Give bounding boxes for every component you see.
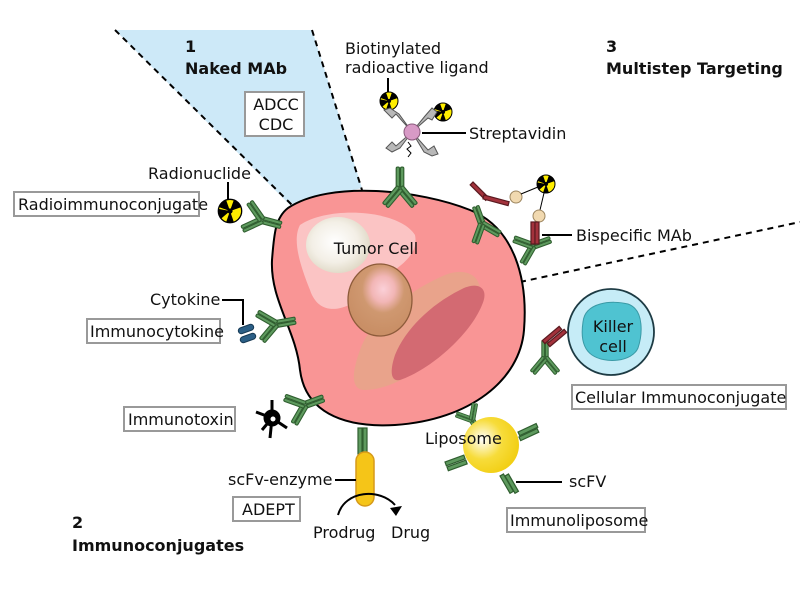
immunotoxin-label: Immunotoxin [128,410,234,429]
section-1-number: 1 [185,37,196,56]
cellular-immunoconjugate-label: Cellular Immunoconjugate [575,388,786,407]
radioimmunoconjugate-box [13,191,200,217]
bispecific-label: Bispecific MAb [576,226,692,245]
tumor-cell: Tumor Cell [270,189,526,427]
bispecific-red-arms [469,181,510,207]
drug-label: Drug [391,523,430,542]
immunotoxin-box [123,406,236,432]
scfv-enzyme [355,427,375,507]
adcc-cdc-box [244,91,305,137]
cellular-immunoconjugate-box [571,384,787,410]
tumor-cell-label: Tumor Cell [333,239,418,258]
scfv-fragments [444,422,540,495]
scfv-label: scFV [569,472,606,491]
biotinylated-label-2: radioactive ligand [345,58,489,77]
toxin-icon [255,400,288,439]
cytokine-icon [237,323,257,344]
naked-region-right-dashed-line [311,29,363,191]
conversion-arrow [337,492,396,516]
vacuole [306,217,370,273]
naked-mab-region [115,30,362,205]
hapten [509,190,523,204]
mechanism-adcc: ADCC [253,95,299,114]
cytokine-label: Cytokine [150,290,220,309]
section-1-title: Naked MAb [185,59,287,78]
nucleus [347,263,413,337]
antibody-cellular [529,339,561,376]
biotinylated-label-1: Biotinylated [345,39,441,58]
streptavidin-label: Streptavidin [469,124,566,143]
streptavidin-complex [383,107,439,157]
killer-cell-label-1: Killer [593,317,634,336]
immunoliposome-box [506,507,646,533]
radiation-icon [376,91,399,111]
radiation-icon [214,198,243,224]
radionuclide-label: Radionuclide [148,164,251,183]
liposome [463,417,519,473]
adept-label: ADEPT [242,500,295,519]
section-2-number: 2 [72,513,83,532]
prodrug-label: Prodrug [313,523,375,542]
radiation-icon [533,174,556,194]
scfv-enzyme-label: scFv-enzyme [228,470,332,489]
immunocytokine-label: Immunocytokine [90,322,224,341]
mechanism-cdc: CDC [259,115,294,134]
adept-box [232,496,301,522]
hapten [532,209,546,223]
liposome-label: Liposome [425,429,502,448]
radioimmunoconjugate-label: Radioimmunoconjugate [18,195,208,214]
naked-region-left-dashed-line [114,29,293,206]
immunoliposome-label: Immunoliposome [510,511,648,530]
immunocytokine-box [86,318,221,344]
killer-cell-label-2: cell [599,337,627,356]
multistep-dashed-line [519,221,800,283]
section-3-number: 3 [606,37,617,56]
section-3-title: Multistep Targeting [606,59,783,78]
section-2-title: Immunoconjugates [72,536,244,555]
